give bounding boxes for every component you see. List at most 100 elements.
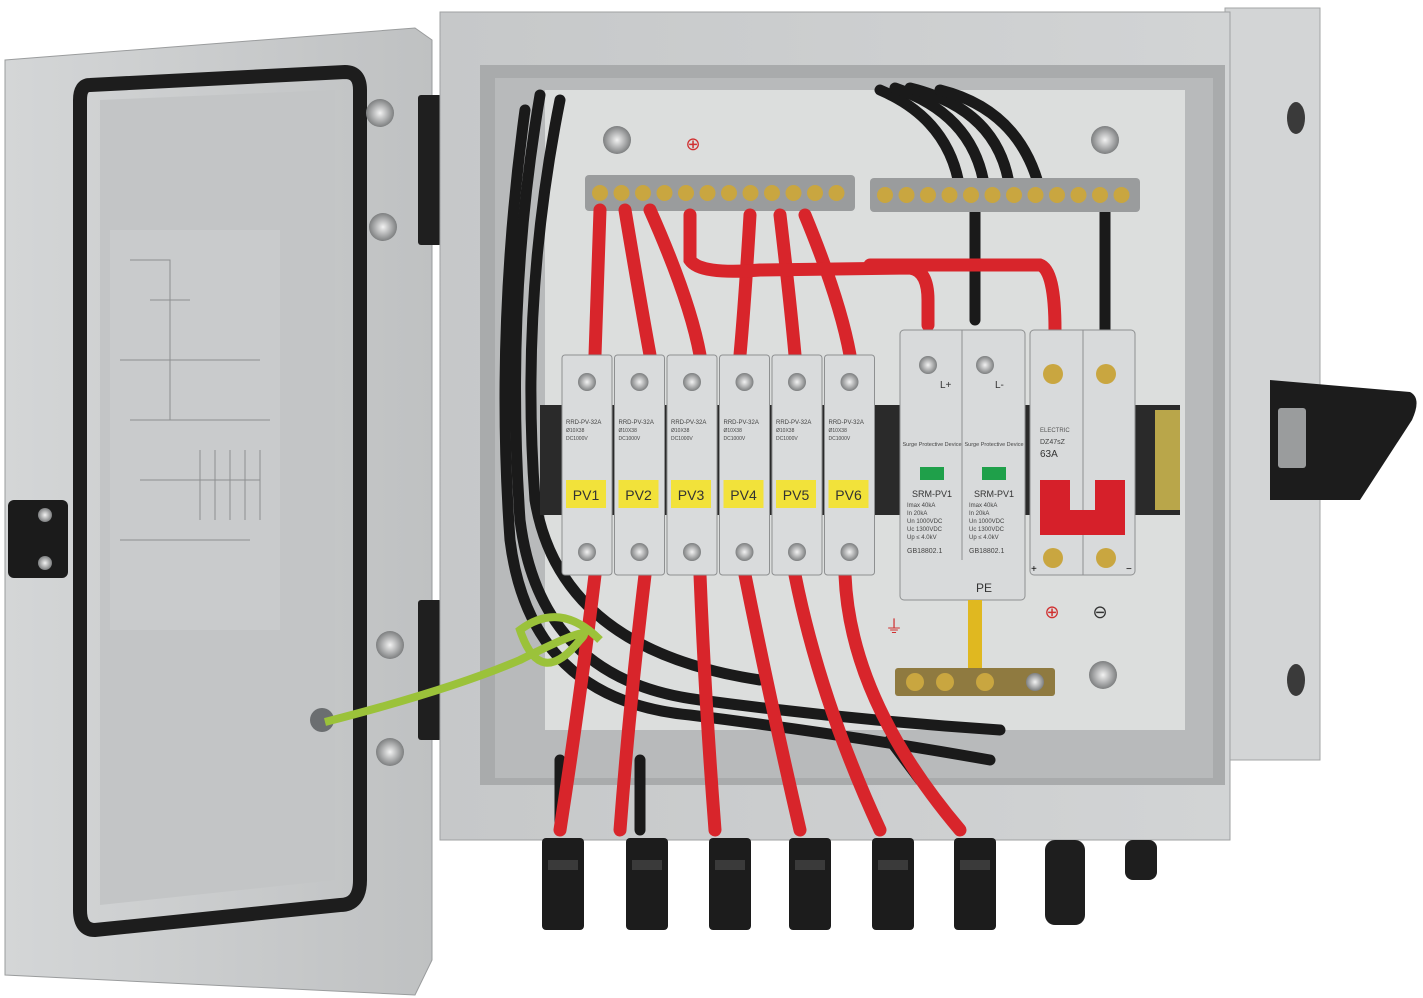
plus-symbol-icon: ⊕ xyxy=(1044,602,1059,622)
dc-circuit-breaker[interactable]: ELECTRIC DZ47sZ 63A + − xyxy=(1029,329,1136,576)
spd-model: SRM-PV1 xyxy=(974,489,1014,499)
fuse-voltage: DC1000V xyxy=(566,436,588,442)
terminal-screw xyxy=(735,543,754,561)
fuse-label-sticker xyxy=(828,480,869,508)
busbar-terminal xyxy=(1049,187,1065,203)
spd-pole-label: L- xyxy=(995,380,1004,391)
fuse-label: PV2 xyxy=(625,487,652,503)
door-screws xyxy=(366,99,404,766)
ground-terminal-bar xyxy=(895,668,1055,696)
busbar-terminal xyxy=(699,185,716,201)
fuse-model: RRD-PV-32A xyxy=(671,420,706,426)
ground-stud xyxy=(310,708,334,732)
busbar-terminal xyxy=(613,185,630,201)
spd-spec: Up ≤ 4.0kV xyxy=(907,535,937,541)
positive-busbar xyxy=(585,175,855,211)
mc4-connector[interactable] xyxy=(789,838,831,930)
fuse-model: RRD-PV-32A xyxy=(724,420,759,426)
spd-spec: Un 1000VDC xyxy=(907,519,943,525)
fuse-voltage: DC1000V xyxy=(671,436,693,442)
spd-title: Surge Protective Device xyxy=(965,442,1024,448)
fuse-voltage: DC1000V xyxy=(776,436,798,442)
terminal-screw xyxy=(788,373,806,391)
busbar-terminal xyxy=(984,187,1001,203)
busbar-terminal xyxy=(963,187,979,203)
busbar-terminal xyxy=(678,185,694,201)
mc4-connector[interactable] xyxy=(626,838,668,930)
terminal-screw xyxy=(683,373,701,391)
spd-spec: Imax 40kA xyxy=(969,503,997,509)
fuse-label: PV5 xyxy=(783,487,810,503)
fuse-size: Ø10X38 xyxy=(619,428,638,434)
busbar-terminal xyxy=(1027,187,1044,203)
red-cables xyxy=(553,203,1062,837)
fuse-model: RRD-PV-32A xyxy=(776,420,811,426)
spd-spec: Uc 1300VDC xyxy=(907,527,943,533)
mc4-connector[interactable] xyxy=(709,838,751,930)
mc4-connector[interactable] xyxy=(542,838,584,930)
door-hinge xyxy=(418,95,442,740)
fuse-size: Ø10X38 xyxy=(566,428,585,434)
door-latch[interactable] xyxy=(8,500,68,578)
terminal-screw xyxy=(578,543,596,561)
spd-standard: GB18802.1 xyxy=(969,548,1005,555)
mounting-nut xyxy=(1091,126,1119,154)
fuse-size: Ø10X38 xyxy=(829,428,848,434)
enclosure-latch[interactable] xyxy=(1270,380,1417,500)
spd-status-window xyxy=(920,467,944,480)
busbar-terminal xyxy=(941,187,958,203)
fuse-label-sticker xyxy=(671,480,711,508)
mounting-nut xyxy=(1089,661,1117,689)
breaker-minus: − xyxy=(1126,564,1132,575)
fuse-label: PV4 xyxy=(730,487,757,503)
cable-glands xyxy=(1045,840,1157,925)
spd-pole-label: L+ xyxy=(940,380,952,391)
surge-protective-device: L+ L- Surge Protective DeviceSRM-PV1Imax… xyxy=(899,329,1026,601)
fuse-holders: RRD-PV-32AØ10X38DC1000VPV1RRD-PV-32AØ10X… xyxy=(561,354,875,576)
busbar-terminal xyxy=(721,185,737,201)
busbar-terminal xyxy=(592,185,608,201)
spd-title: Surge Protective Device xyxy=(903,442,962,448)
spd-standard: GB18802.1 xyxy=(907,548,943,555)
breaker-rating: 63A xyxy=(1040,449,1058,460)
fuse-label: PV1 xyxy=(573,487,600,503)
busbar-terminal xyxy=(807,185,823,201)
terminal-screw xyxy=(630,543,649,561)
fuse-model: RRD-PV-32A xyxy=(619,420,654,426)
spd-spec: Imax 40kA xyxy=(907,503,935,509)
ground-symbol-icon: ⏚ xyxy=(885,617,903,637)
mc4-connectors xyxy=(542,838,996,930)
spd-spec: In 20kA xyxy=(907,511,927,517)
fuse-size: Ø10X38 xyxy=(776,428,795,434)
terminal-screw xyxy=(630,373,649,391)
mounting-nut xyxy=(603,126,631,154)
fuse-size: Ø10X38 xyxy=(724,428,743,434)
spd-status-window xyxy=(982,467,1006,480)
busbar-terminal xyxy=(828,185,845,201)
mc4-connector[interactable] xyxy=(872,838,914,930)
terminal-screw xyxy=(840,543,859,561)
spd-spec: Uc 1300VDC xyxy=(969,527,1005,533)
enclosure-door xyxy=(4,27,442,996)
spd-spec: In 20kA xyxy=(969,511,989,517)
spd-spec: Up ≤ 4.0kV xyxy=(969,535,999,541)
din-rail-end xyxy=(1155,410,1180,510)
spd-spec: Un 1000VDC xyxy=(969,519,1005,525)
breaker-brand: ELECTRIC xyxy=(1040,428,1070,434)
breaker-toggle[interactable] xyxy=(1040,480,1125,535)
busbar-terminal xyxy=(898,187,915,203)
busbar-terminal xyxy=(1070,187,1087,203)
breaker-plus: + xyxy=(1031,564,1037,575)
busbar-terminal xyxy=(635,185,651,201)
busbar-terminal xyxy=(1113,187,1130,203)
terminal-screw xyxy=(788,543,806,561)
mc4-connector[interactable] xyxy=(954,838,996,930)
